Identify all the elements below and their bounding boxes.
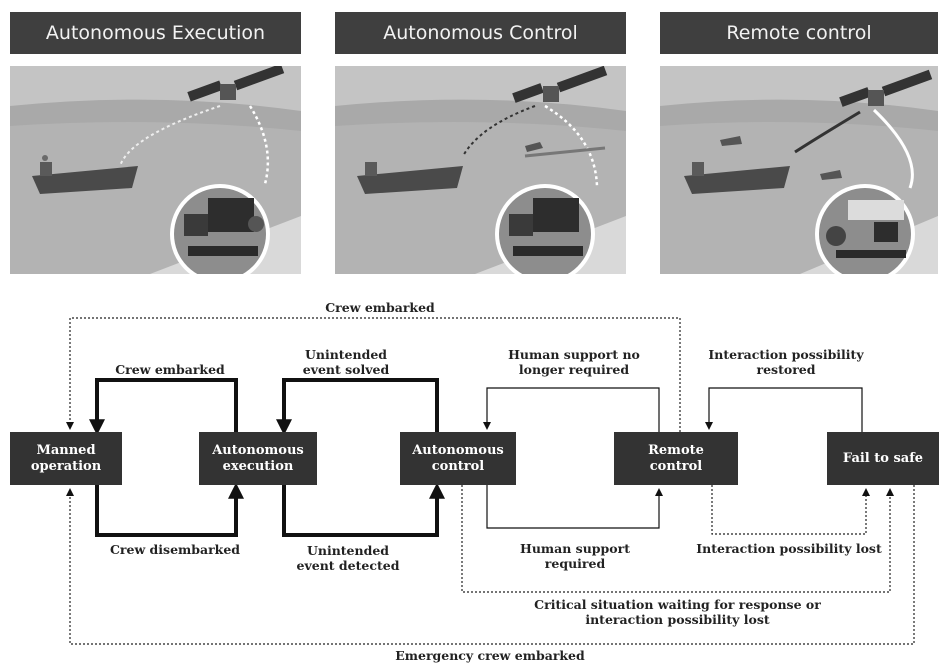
illustration-autonomous-control [335, 66, 626, 274]
ship-shape [357, 162, 463, 194]
state-autonomous-control: Autonomous control [400, 432, 516, 485]
edge-crew-disembarked [95, 482, 244, 537]
edge-human-support-no-longer-required [483, 387, 660, 432]
satellite-shape [839, 69, 933, 107]
state-manned-operation: Manned operation [10, 432, 122, 485]
label-critical-situation: Critical situation waiting for response … [534, 597, 821, 627]
label-interaction-possibility-lost: Interaction possibility lost [696, 541, 882, 556]
state-remote-control: Remote control [614, 432, 738, 485]
small-vessel-shape [820, 170, 842, 180]
edge-crew-embarked [89, 378, 238, 436]
ship-shape [684, 162, 790, 194]
small-vessel-shape [720, 136, 742, 146]
label-crew-disembarked: Crew disembarked [109, 542, 241, 557]
panel-title-autonomous-control: Autonomous Control [335, 12, 626, 54]
panel-title-remote-control: Remote control [660, 12, 938, 54]
illustration-remote-control [660, 66, 938, 274]
small-vessel-shape [525, 142, 543, 152]
satellite-shape [512, 66, 608, 103]
state-autonomous-execution: Autonomous execution [199, 432, 317, 485]
label-crew-embarked: Crew embarked [115, 362, 225, 377]
edge-emergency-crew-embarked [66, 485, 915, 645]
edge-critical-situation [461, 485, 894, 593]
label-emergency-crew-embarked: Emergency crew embarked [395, 648, 585, 663]
label-unintended-event-solved: Unintended event solved [302, 347, 390, 377]
label-crew-embarked-top: Crew embarked [325, 300, 435, 315]
label-interaction-possibility-restored: Interaction possibility restored [708, 347, 864, 377]
label-human-support-required: Human support required [520, 541, 630, 571]
edge-unintended-event-solved [276, 378, 439, 436]
ship-shape [32, 155, 138, 194]
edge-interaction-possibility-restored [705, 387, 863, 432]
illustration-autonomous-execution [10, 66, 301, 274]
edge-crew-embarked-top [66, 317, 681, 432]
panel-title-autonomous-execution: Autonomous Execution [10, 12, 301, 54]
edge-unintended-event-detected [282, 482, 445, 537]
state-fail-to-safe: Fail to safe [827, 432, 939, 485]
edge-human-support-required [486, 485, 663, 529]
satellite-shape [187, 66, 285, 102]
label-human-support-no-longer-required: Human support no longer required [508, 347, 640, 377]
label-unintended-event-detected: Unintended event detected [296, 543, 400, 573]
edge-interaction-possibility-lost [711, 485, 870, 535]
